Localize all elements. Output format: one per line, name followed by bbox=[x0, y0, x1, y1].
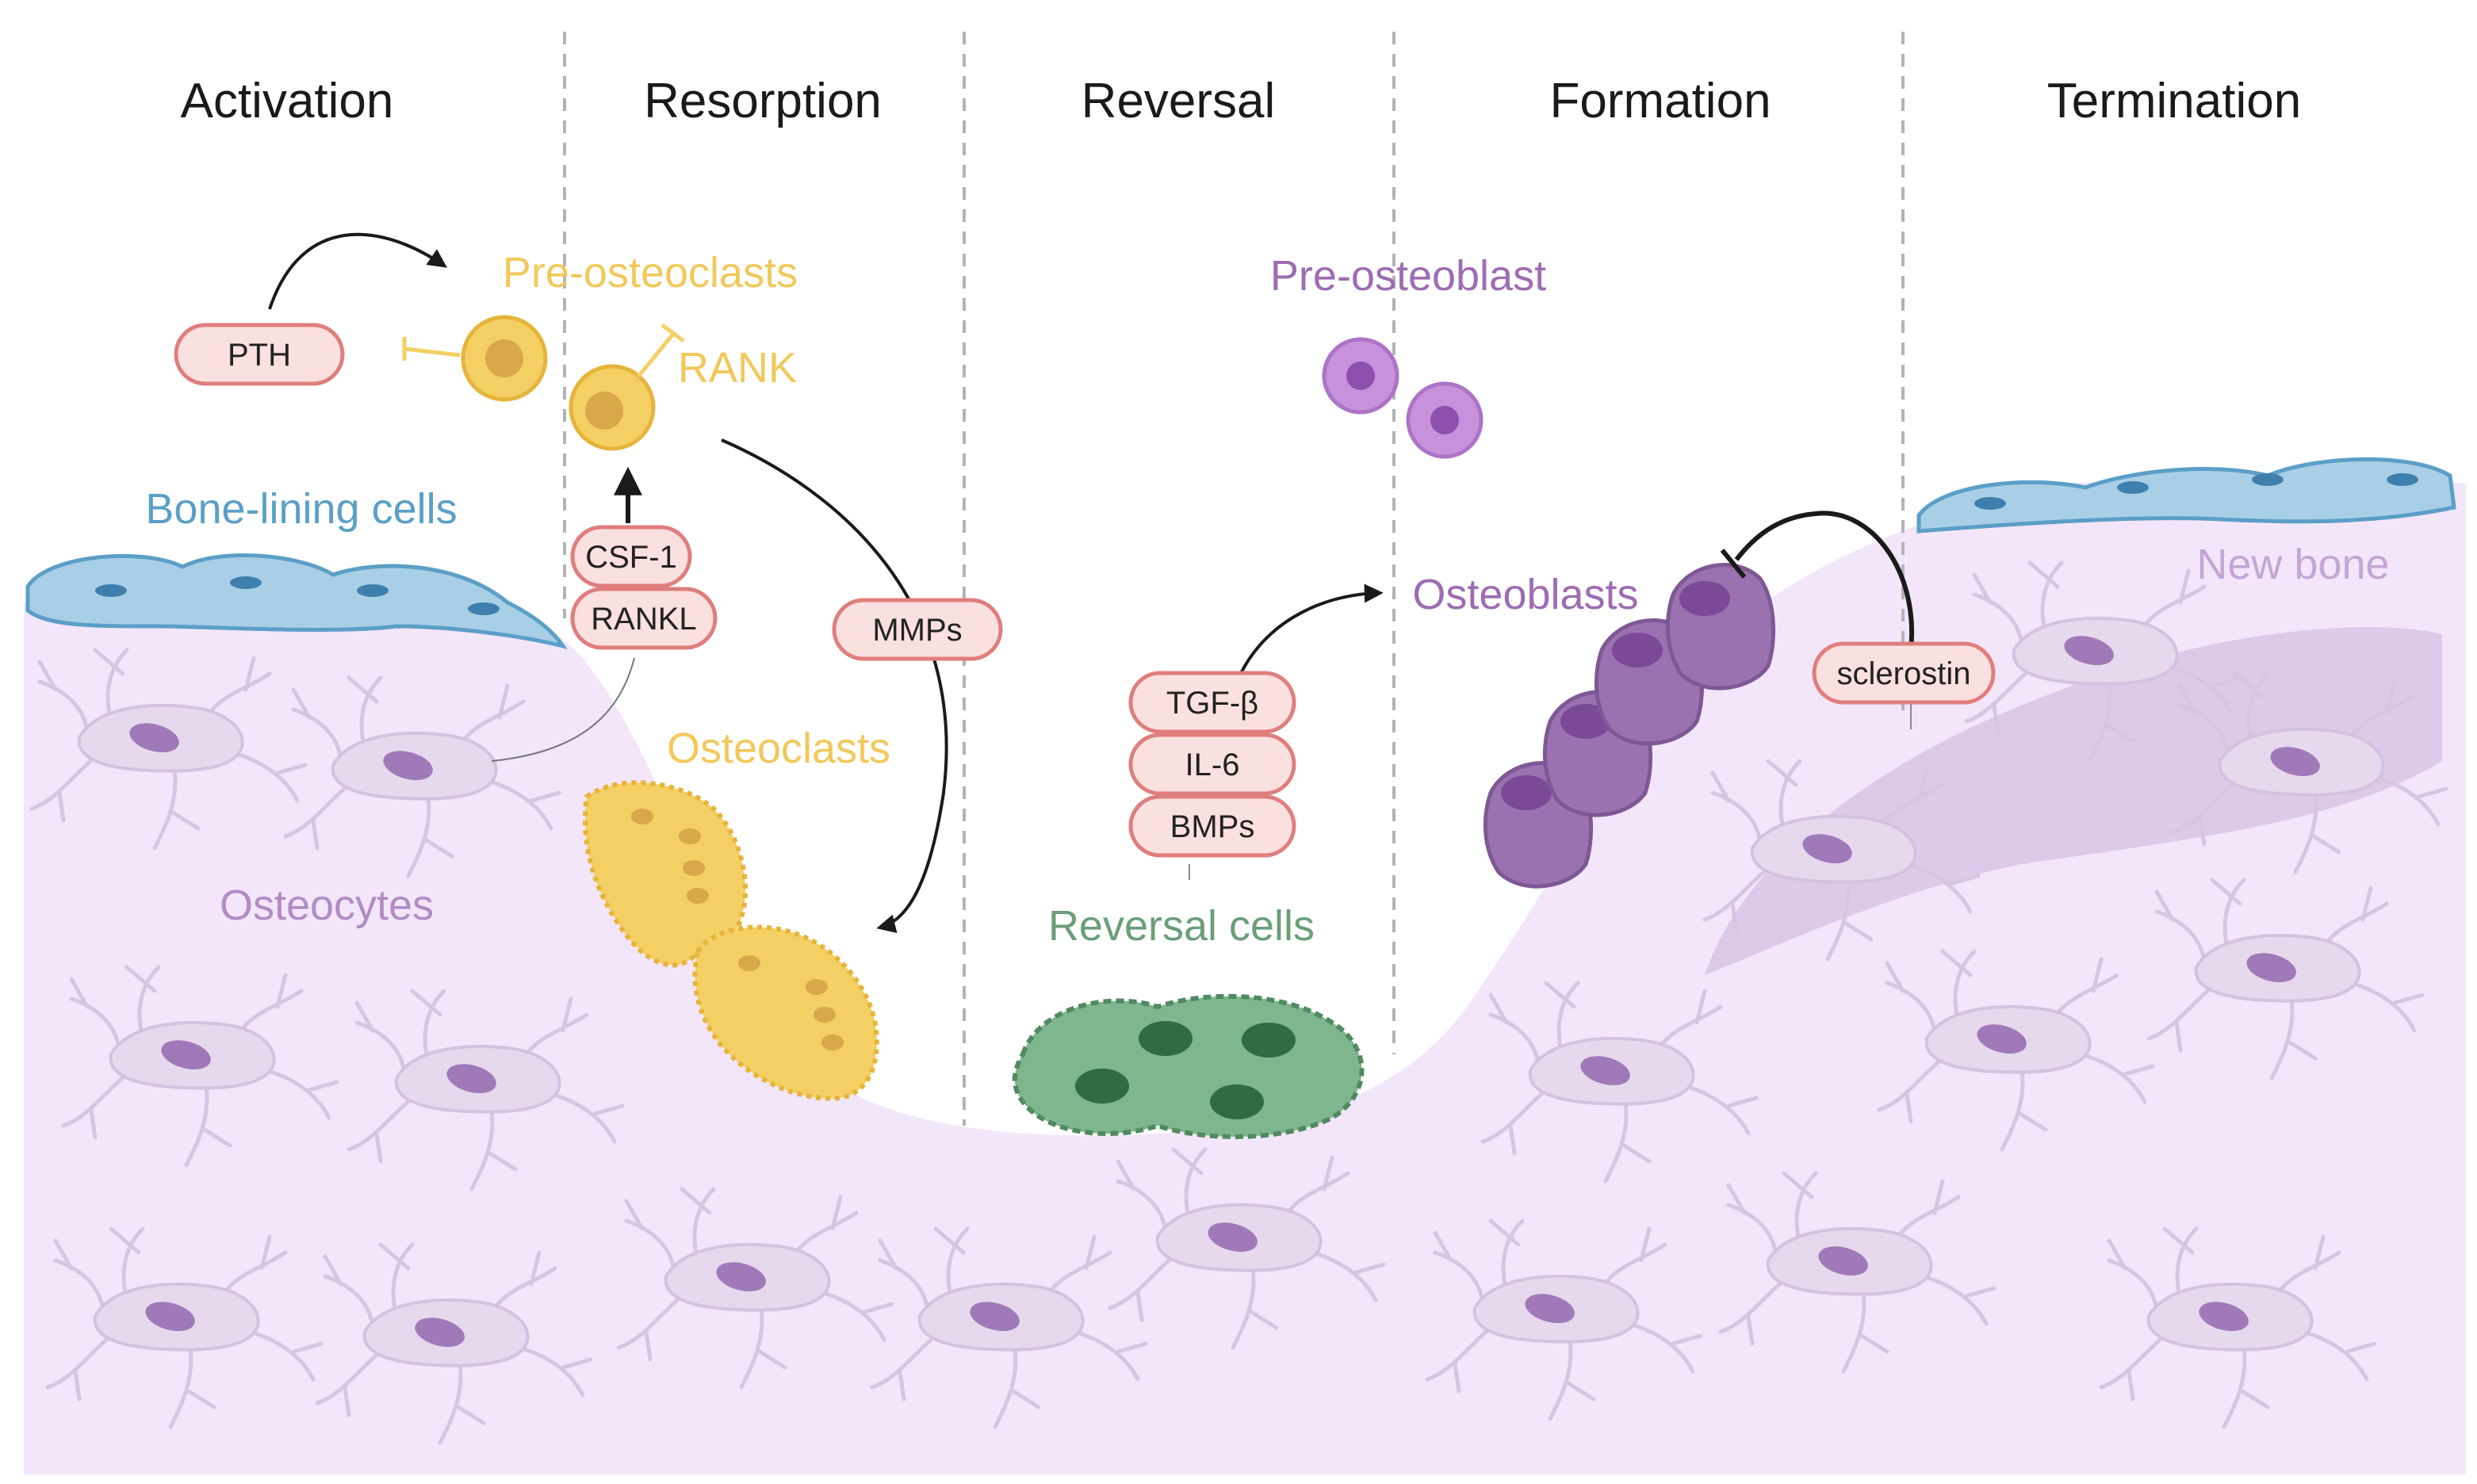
reversal-cell-cluster bbox=[1012, 993, 1365, 1139]
osteoblasts-label: Osteoblasts bbox=[1412, 571, 1638, 618]
phase-activation: Activation bbox=[181, 74, 394, 128]
sclerostin-pill: sclerostin bbox=[1812, 641, 1996, 705]
il6-pill: IL-6 bbox=[1128, 732, 1296, 796]
osteocytes-label: Osteocytes bbox=[220, 882, 434, 929]
bone-lining-cells-left bbox=[25, 553, 568, 649]
svg-text:BMPs: BMPs bbox=[1170, 809, 1255, 844]
osteoclast-cells bbox=[583, 780, 879, 1101]
phase-reversal: Reversal bbox=[1082, 74, 1276, 128]
arrows bbox=[268, 232, 1915, 933]
svg-text:sclerostin: sclerostin bbox=[1837, 656, 1971, 691]
osteoblast-cells bbox=[1484, 563, 1775, 889]
new-bone-band bbox=[1705, 627, 2442, 975]
phase-dividers bbox=[563, 32, 1905, 1126]
svg-text:PTH: PTH bbox=[228, 338, 291, 373]
svg-text:RANKL: RANKL bbox=[591, 602, 696, 637]
rankl-pill: RANKL bbox=[570, 587, 718, 650]
rank-label: RANK bbox=[678, 344, 797, 392]
tgfb-pill: TGF-β bbox=[1128, 671, 1296, 734]
svg-text:MMPs: MMPs bbox=[872, 613, 962, 648]
bone-lining-cells-right bbox=[1916, 457, 2456, 534]
csf1-pill: CSF-1 bbox=[570, 525, 692, 588]
pre-osteoblast-cells bbox=[1322, 337, 1484, 459]
phase-formation: Formation bbox=[1549, 74, 1771, 128]
svg-text:CSF-1: CSF-1 bbox=[585, 540, 677, 575]
svg-text:IL-6: IL-6 bbox=[1185, 748, 1240, 782]
phase-resorption: Resorption bbox=[644, 74, 882, 128]
bmps-pill: BMPs bbox=[1128, 794, 1296, 858]
pth-pill: PTH bbox=[174, 323, 345, 386]
pre-osteoclasts-label: Pre-osteoclasts bbox=[503, 249, 798, 296]
osteoclasts-label: Osteoclasts bbox=[667, 725, 890, 772]
mmps-pill: MMPs bbox=[832, 598, 1003, 661]
bone-lining-label: Bone-lining cells bbox=[145, 485, 457, 533]
reversal-cells-label: Reversal cells bbox=[1048, 902, 1315, 950]
new-bone-label: New bone bbox=[2196, 541, 2389, 588]
phase-termination: Termination bbox=[2047, 74, 2301, 128]
pre-osteoclast-cells bbox=[402, 315, 685, 451]
pre-osteoblast-label: Pre-osteoblast bbox=[1270, 252, 1546, 300]
svg-text:TGF-β: TGF-β bbox=[1166, 686, 1258, 721]
